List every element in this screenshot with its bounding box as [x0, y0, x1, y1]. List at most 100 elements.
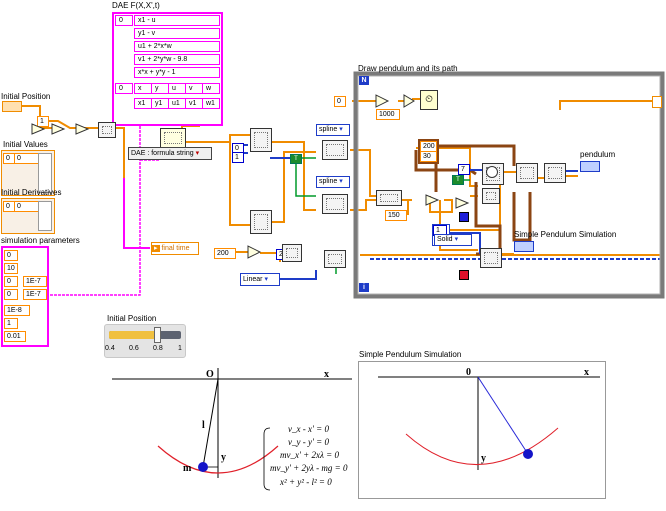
- slider-label: Initial Position: [107, 314, 157, 323]
- loop-title: Draw pendulum and its path: [358, 64, 458, 73]
- dropdown-arrow-icon: ▾: [454, 236, 459, 243]
- draw-path-node[interactable]: [480, 248, 502, 268]
- const-seven[interactable]: 7: [458, 164, 470, 175]
- build-array-node[interactable]: [98, 122, 116, 138]
- sim-param-max-step[interactable]: 1: [4, 318, 18, 329]
- const-true-1[interactable]: T: [290, 154, 302, 164]
- const-true-2[interactable]: T: [452, 175, 464, 185]
- diagram-equation-2: v_y - y' = 0: [288, 437, 329, 447]
- color-box-blue[interactable]: [459, 212, 469, 222]
- const-zero-start[interactable]: 0: [334, 96, 346, 107]
- const-200-points[interactable]: 200: [214, 248, 236, 259]
- dropdown-arrow-icon: ▾: [264, 276, 268, 283]
- final-time-label: final time: [161, 245, 190, 252]
- simulation-origin-label: 0: [466, 367, 471, 378]
- diagram-equation-5: x² + y² - l² = 0: [280, 477, 332, 487]
- sim-param-zero[interactable]: 0: [4, 289, 18, 300]
- dae-cluster[interactable]: 0 x1 - u y1 - v u1 + 2*x*w v1 + 2*y*w - …: [112, 12, 223, 126]
- simulation-x-axis-label: x: [584, 367, 589, 378]
- diagram-length-label: l: [202, 420, 205, 431]
- index-array-node[interactable]: [250, 128, 272, 152]
- unbundle-icon: ▸: [152, 245, 160, 252]
- const-150[interactable]: 150: [385, 210, 407, 221]
- draw-line-node[interactable]: [516, 163, 538, 183]
- dropdown-arrow-icon: ▾: [195, 150, 200, 157]
- color-box-red[interactable]: [459, 270, 469, 280]
- dae-equation-index[interactable]: 0: [115, 15, 133, 26]
- diagram-equation-4: mv_y' + 2yλ - mg = 0: [270, 463, 348, 473]
- tunnel-index-node[interactable]: [376, 190, 402, 206]
- diagram-mass-label: m: [183, 463, 192, 474]
- sim-param-min-step[interactable]: 1E-8: [4, 305, 30, 316]
- slider-scale: 0.4 0.6 0.8 1: [105, 345, 185, 355]
- ramp-node[interactable]: [282, 244, 302, 262]
- sim-param-step[interactable]: 0: [4, 276, 18, 287]
- initial-values-array[interactable]: 0 0: [1, 150, 55, 196]
- initial-derivatives-label: Initial Derivatives: [1, 188, 62, 197]
- final-time-indicator: ▸ simulation parametersfinal time: [151, 242, 199, 255]
- line-style-selector[interactable]: Solid▾: [434, 234, 472, 246]
- index-array-node-2[interactable]: [250, 210, 272, 234]
- const-30-cy[interactable]: 30: [420, 151, 437, 162]
- loop-iteration-terminal: i: [359, 283, 369, 292]
- initial-position-slider[interactable]: 0.4 0.6 0.8 1: [104, 324, 186, 358]
- initial-values-label: Initial Values: [3, 140, 48, 149]
- sim-param-rel-tol[interactable]: 1E-7: [23, 289, 47, 300]
- const-1000-ms[interactable]: 1000: [376, 109, 400, 120]
- slider-tick-0-4: 0.4: [105, 345, 115, 352]
- feedback-node[interactable]: [324, 250, 346, 268]
- diagram-x-axis-label: x: [324, 369, 329, 380]
- spline-selector-2[interactable]: spline▾: [316, 176, 350, 188]
- dropdown-arrow-icon: ▾: [339, 126, 343, 133]
- slider-tick-1: 1: [178, 345, 182, 352]
- dae-equation-4[interactable]: v1 + 2*y*w - 9.8: [134, 54, 220, 65]
- slider-tick-0-8: 0.8: [153, 345, 163, 352]
- dae-formula-selector[interactable]: DAE : formula string▾: [128, 147, 212, 160]
- dae-equation-2[interactable]: y1 - v: [134, 28, 220, 39]
- dae-equation-1[interactable]: x1 - u: [134, 15, 220, 26]
- pendulum-indicator-label: pendulum: [580, 150, 616, 159]
- dae-derivative-w1[interactable]: w1: [202, 98, 220, 109]
- dae-label: DAE F(X,X',t): [112, 1, 160, 10]
- dropdown-arrow-icon: ▾: [339, 178, 343, 185]
- simulation-indicator: [514, 241, 534, 252]
- dae-formula-selector-text: DAE : formula string: [131, 150, 194, 157]
- sim-param-init-step[interactable]: 0.01: [4, 331, 26, 342]
- sim-param-end[interactable]: 10: [4, 263, 18, 274]
- sim-param-start[interactable]: 0: [4, 250, 18, 261]
- diagram-equation-3: mv_x' + 2xλ = 0: [280, 450, 339, 460]
- circle-icon: [486, 166, 498, 178]
- slider-tick-0-6: 0.6: [129, 345, 139, 352]
- dae-equation-3[interactable]: u1 + 2*x*w: [134, 41, 220, 52]
- simulation-parameters-cluster[interactable]: 0 10 0 0 1E-7 1E-7 1E-8 1 0.01: [1, 246, 49, 347]
- diagram-y-axis-label: y: [221, 452, 226, 463]
- spline-selector-1[interactable]: spline▾: [316, 124, 350, 136]
- loop-count-terminal[interactable]: N: [359, 76, 369, 85]
- slider-thumb[interactable]: [154, 327, 162, 343]
- point-cluster[interactable]: 200 30: [418, 139, 439, 164]
- dae-variable-w[interactable]: w: [202, 83, 220, 94]
- interpolate-node-2[interactable]: [322, 194, 348, 214]
- draw-point-node[interactable]: [544, 163, 566, 183]
- wait-timer-icon[interactable]: ⏲: [420, 90, 438, 110]
- draw-subnode[interactable]: [482, 188, 500, 204]
- initial-position-label: Initial Position: [1, 92, 51, 101]
- const-index-1[interactable]: 1: [232, 152, 244, 163]
- initial-position-terminal[interactable]: [2, 101, 22, 112]
- initial-values-column: [38, 153, 52, 193]
- initial-derivatives-array[interactable]: 0 0: [1, 198, 55, 234]
- dae-variable-index[interactable]: 0: [115, 83, 133, 94]
- dae-equation-5[interactable]: x*x + y*y - 1: [134, 67, 220, 78]
- sim-param-abs-tol[interactable]: 1E-7: [23, 276, 47, 287]
- interpolation-linear-selector[interactable]: Linear▾: [240, 273, 280, 286]
- pendulum-indicator: [580, 161, 600, 172]
- initial-derivatives-column: [38, 201, 52, 231]
- simulation-y-axis-label: y: [481, 453, 486, 464]
- diagram-equation-1: v_x - x' = 0: [288, 424, 329, 434]
- diagram-origin-label: O: [206, 369, 214, 380]
- simulation-parameters-label: simulation parameters: [1, 236, 80, 245]
- interpolate-node-1[interactable]: [322, 140, 348, 160]
- simulation-indicator-label: Simple Pendulum Simulation: [514, 230, 617, 239]
